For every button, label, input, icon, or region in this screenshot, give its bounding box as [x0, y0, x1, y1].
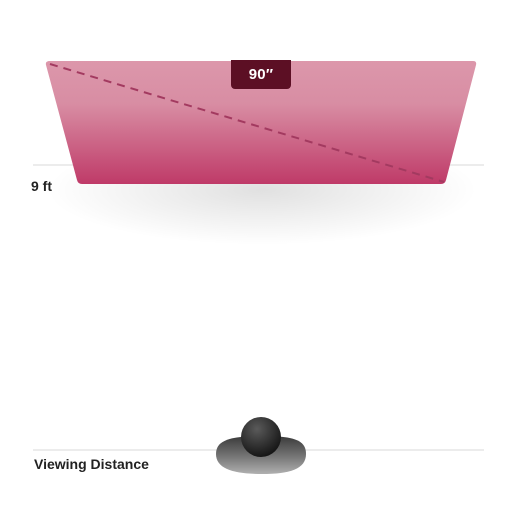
distance-label: 9 ft	[31, 178, 52, 194]
tv-size-badge: 90″	[231, 60, 291, 89]
viewing-distance-label: Viewing Distance	[34, 456, 149, 472]
screen-diagonal-line	[49, 63, 445, 183]
tv-screen	[45, 61, 477, 184]
viewer-head	[241, 417, 281, 457]
